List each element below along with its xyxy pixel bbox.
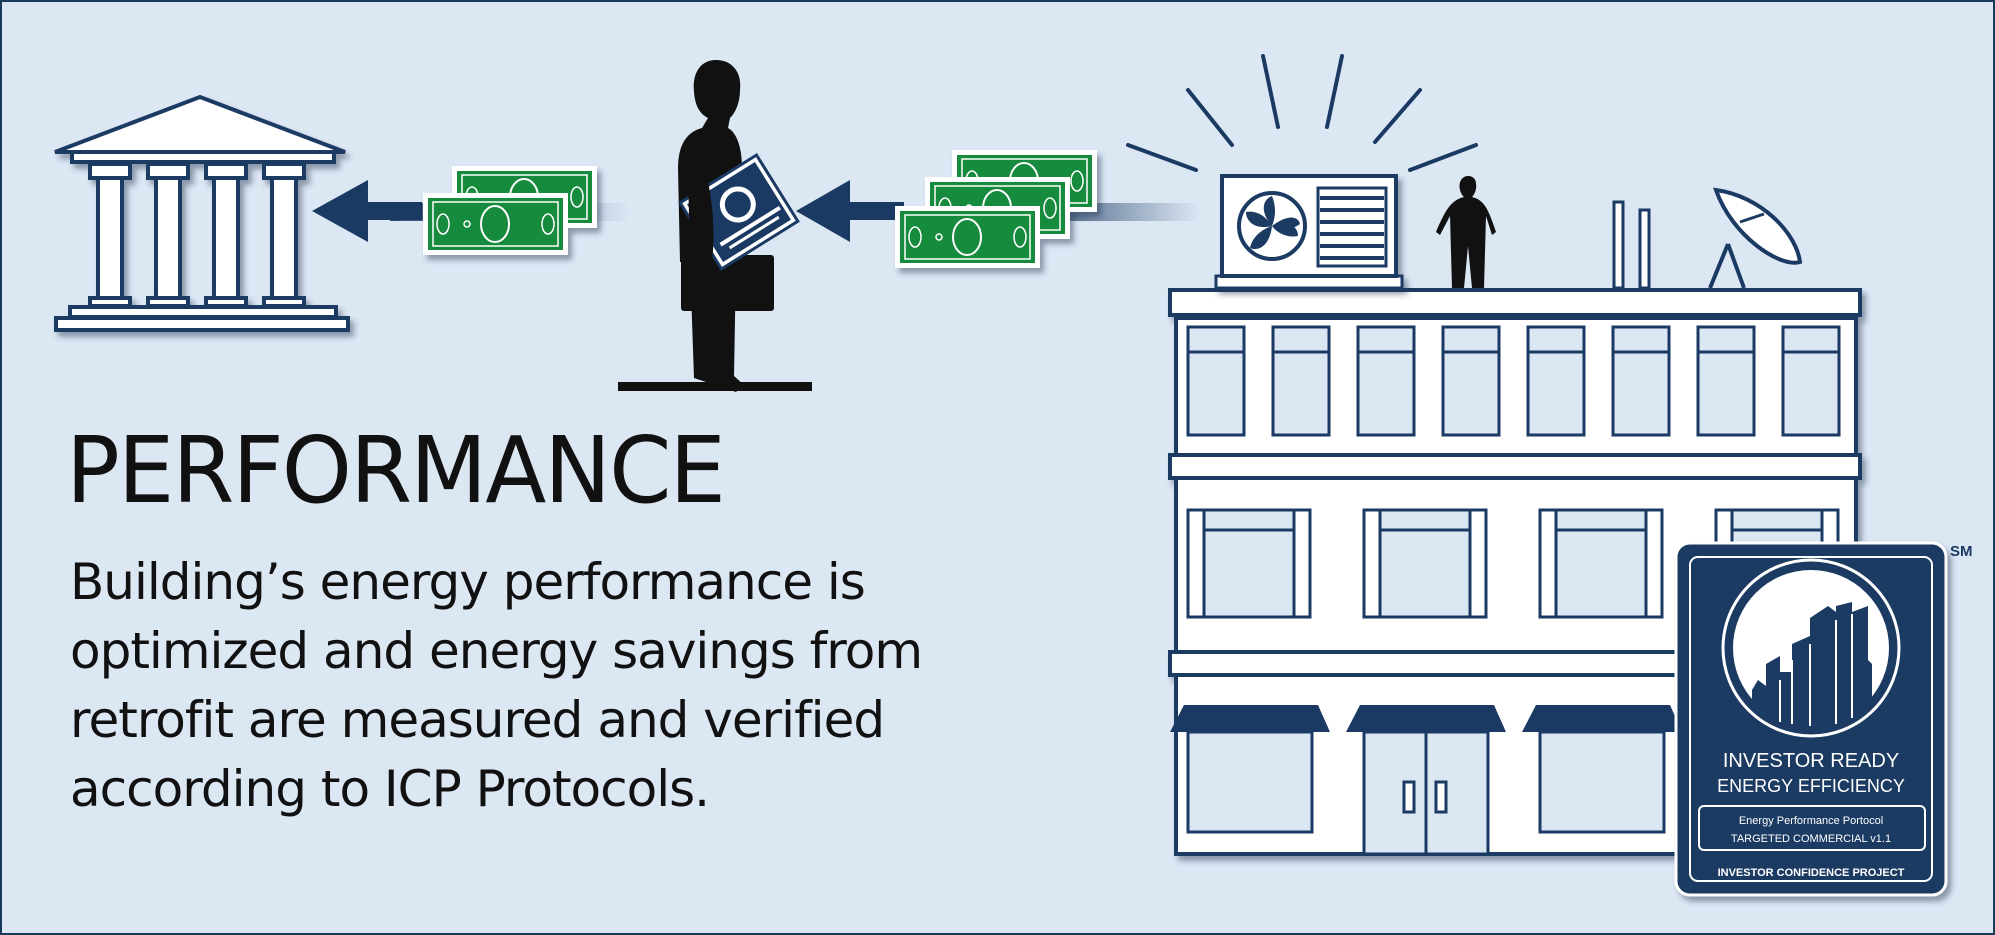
badge-protocol-version: TARGETED COMMERCIAL v1.1 — [1731, 833, 1891, 845]
energy-rays — [1126, 54, 1478, 172]
satellite-dish-icon — [1708, 187, 1803, 289]
building-windows-upper — [1186, 325, 1841, 437]
storefront — [1170, 705, 1682, 856]
money-stack-icon — [894, 149, 1098, 269]
money-stack-icon — [422, 165, 598, 256]
badge-title-line2: ENERGY EFFICIENCY — [1717, 776, 1905, 796]
service-mark: SM — [1950, 543, 1973, 560]
businessman-icon — [618, 60, 812, 392]
rooftop-worker-icon — [1436, 176, 1496, 288]
badge-title-line1: INVESTOR READY — [1723, 750, 1899, 772]
hvac-unit-icon — [1214, 174, 1404, 290]
badge-protocol-name: Energy Performance Portocol — [1739, 815, 1883, 827]
roof-vents — [1612, 200, 1651, 290]
certification-badge-icon — [1674, 541, 1948, 897]
performance-description: Building’s energy performance is optimiz… — [70, 553, 923, 818]
bank-icon — [54, 94, 350, 332]
page-title: PERFORMANCE — [66, 417, 726, 524]
badge-footer: INVESTOR CONFIDENCE PROJECT — [1718, 867, 1905, 879]
